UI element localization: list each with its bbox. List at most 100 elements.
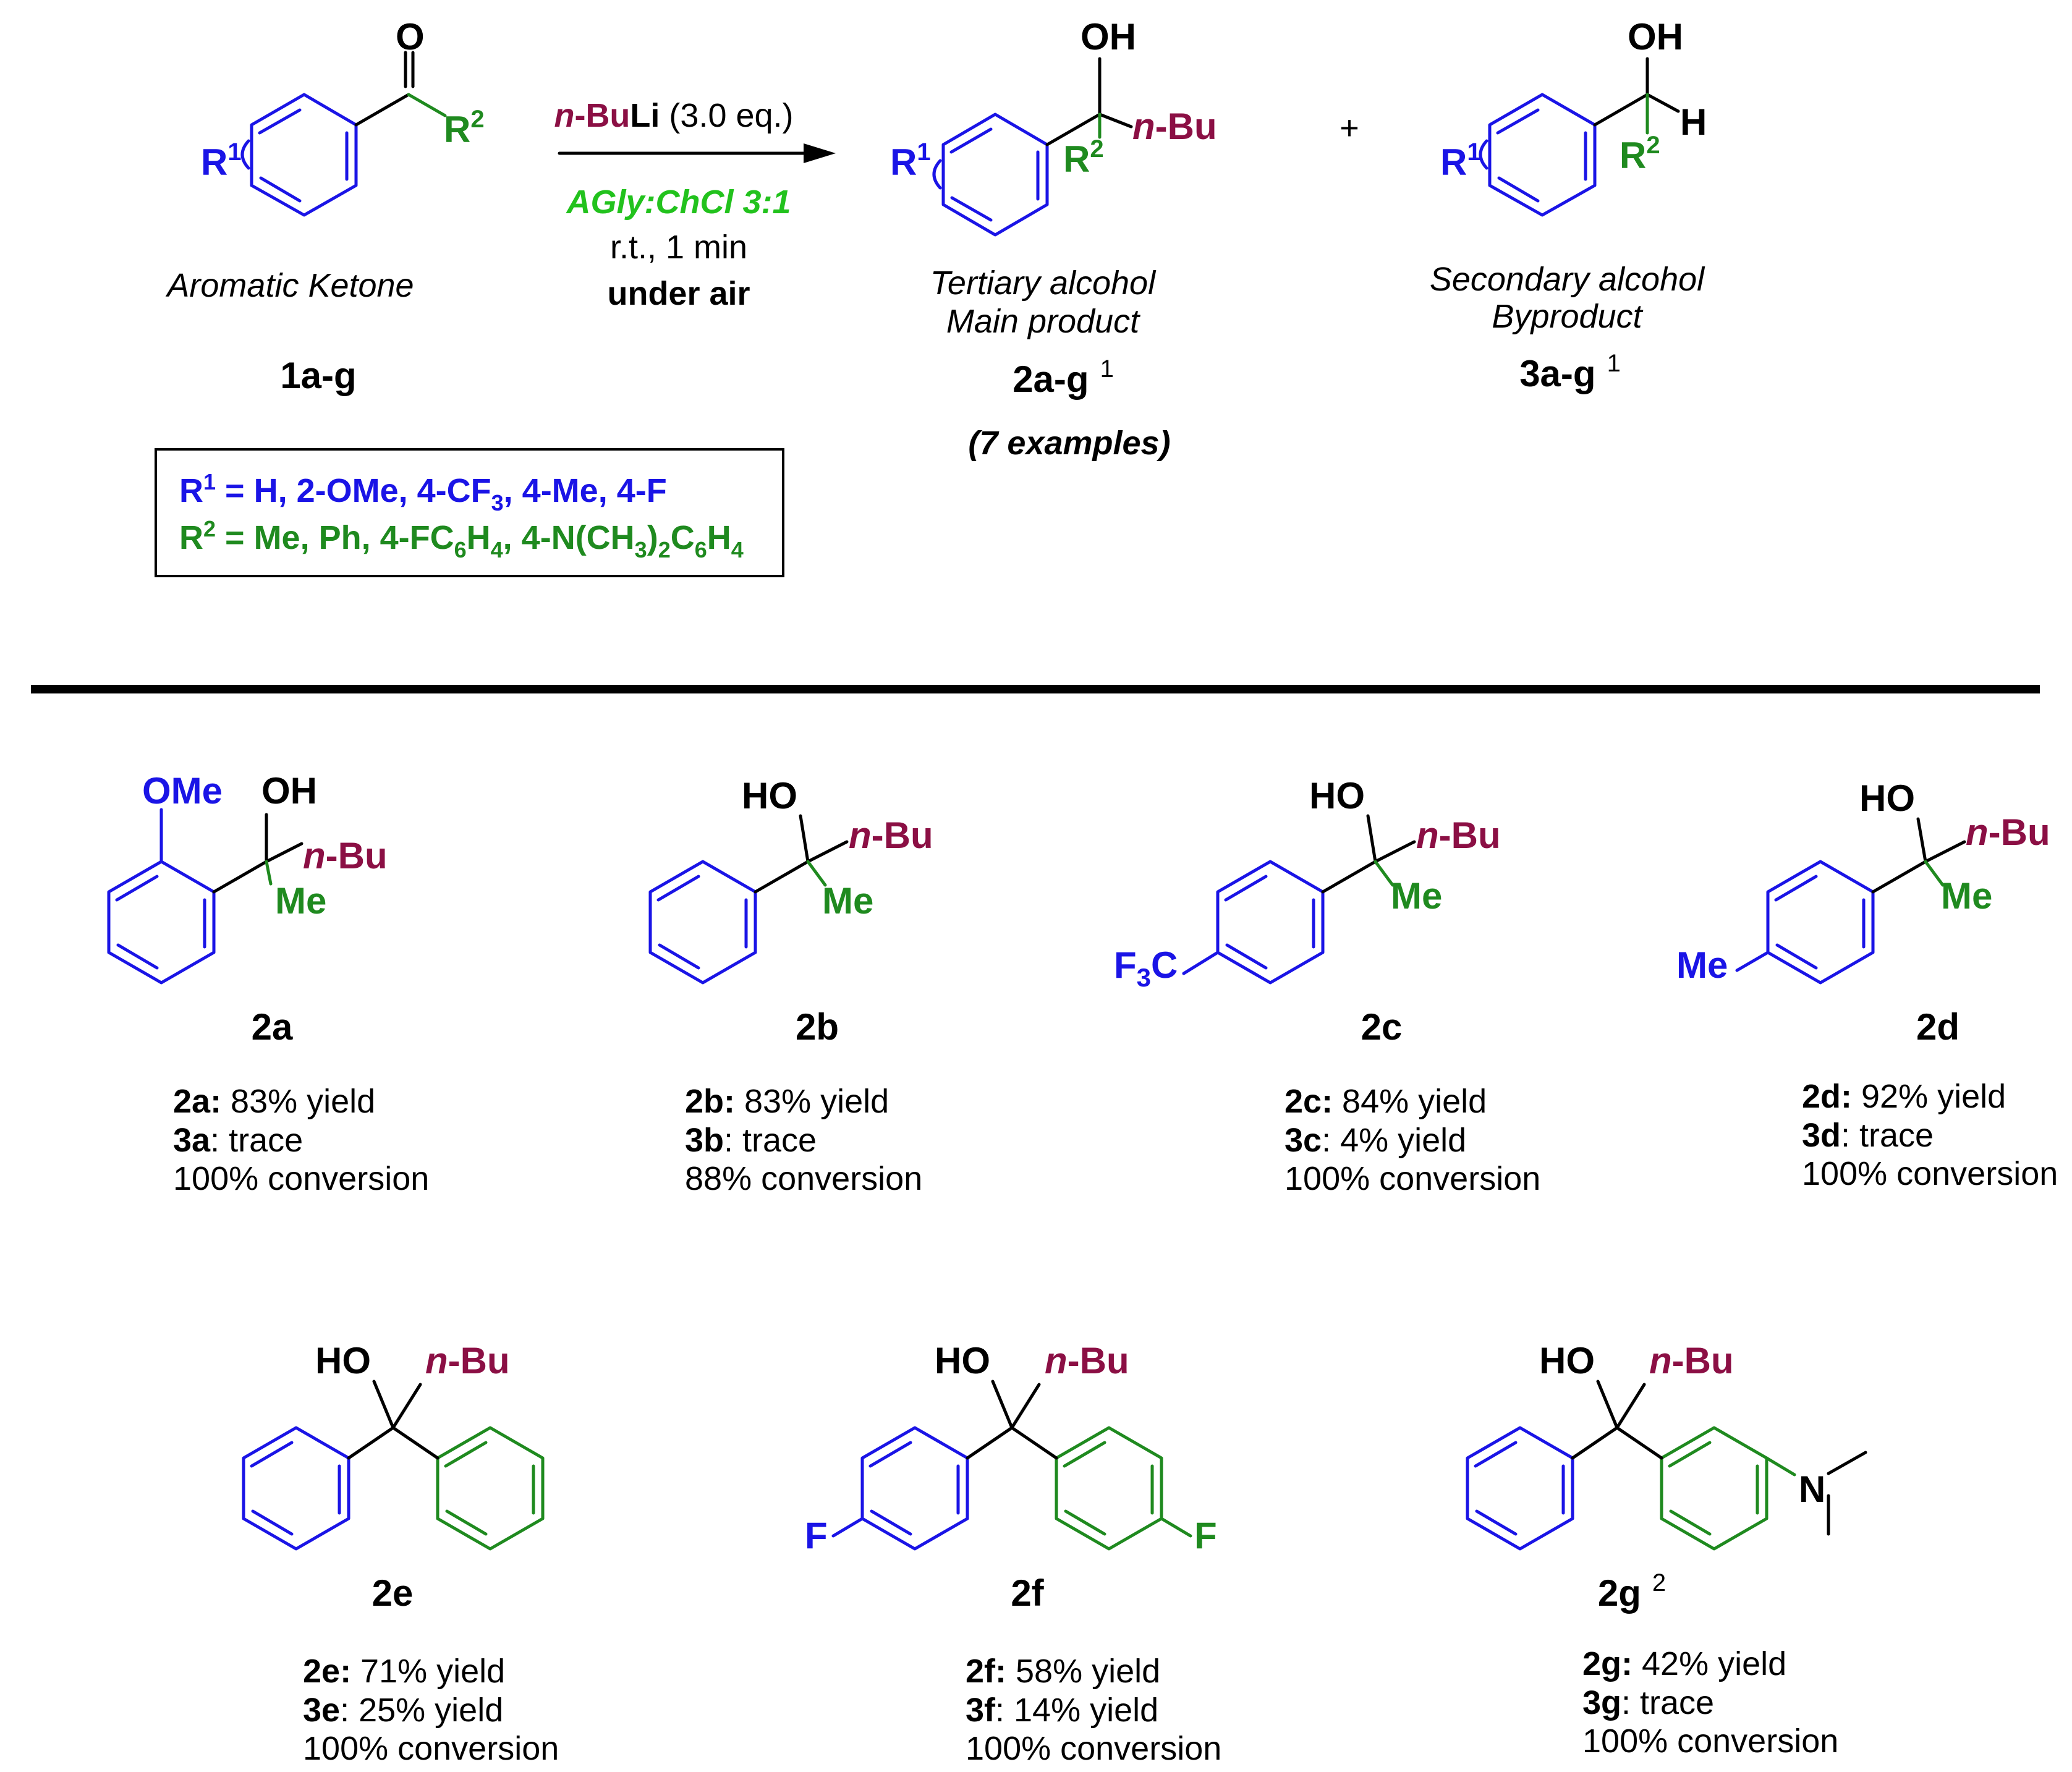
r1-wavy-bond [1479, 139, 1488, 170]
result-2a-line1: 2a: 83% yield [173, 1083, 375, 1120]
svg-text:OH: OH [261, 770, 317, 812]
result-2c-line3: 100% conversion [1284, 1160, 1540, 1197]
compound-label-2e: 2e [372, 1572, 414, 1614]
product-r2: R2 [1063, 135, 1104, 180]
compound-2b: HO n-Bu Me [648, 775, 933, 985]
compound-label-2c: 2c [1361, 1006, 1403, 1048]
temp-time: r.t., 1 min [610, 229, 747, 266]
r2-definition: R2 = Me, Ph, 4-FC6H4, 4-N(CH3)2C6H4 [179, 516, 744, 562]
svg-text:n-Bu: n-Bu [1649, 1340, 1734, 1381]
svg-text:F3C: F3C [1114, 944, 1178, 992]
svg-text:Me: Me [822, 880, 873, 922]
byproduct-h: H [1680, 101, 1707, 143]
byproduct-r1: R1 [1440, 138, 1481, 183]
result-2b-line1: 2b: 83% yield [685, 1083, 889, 1120]
compound-2a: OMe OH n-Bu Me [107, 770, 388, 985]
substituent-box [155, 448, 784, 577]
svg-text:Me: Me [1676, 944, 1728, 986]
reactant-label: 1a-g [280, 355, 356, 396]
byproduct-structure: OH H R2 R1 [1440, 16, 1707, 217]
byproduct-r2: R2 [1620, 132, 1660, 176]
section-divider [31, 685, 2040, 693]
result-2e-line2: 3e: 25% yield [303, 1692, 503, 1729]
result-2f-line2: 3f: 14% yield [966, 1692, 1158, 1729]
byproduct-benzene-ring [1488, 93, 1597, 217]
svg-text:n-Bu: n-Bu [1045, 1340, 1129, 1381]
result-2d-line3: 100% conversion [1802, 1155, 2058, 1192]
result-2b-line3: 88% conversion [685, 1160, 922, 1197]
result-2e-line1: 2e: 71% yield [303, 1653, 505, 1690]
svg-text:n-Bu: n-Bu [303, 835, 388, 876]
plus-sign: + [1340, 109, 1359, 146]
svg-text:Me: Me [1941, 875, 1992, 917]
reactant-benzene-ring [250, 93, 358, 217]
result-2a-line2: 3a: trace [173, 1122, 303, 1159]
reactant-oxygen: O [396, 16, 425, 57]
result-2c-line1: 2c: 84% yield [1284, 1083, 1487, 1120]
svg-text:HO: HO [1309, 775, 1365, 816]
compound-2f: F F HO n-Bu [805, 1340, 1217, 1556]
byproduct-name-1: Secondary alcohol [1430, 261, 1705, 298]
compound-2e: HO n-Bu [242, 1340, 545, 1551]
result-2f-line1: 2f: 58% yield [966, 1653, 1160, 1690]
svg-text:HO: HO [1539, 1340, 1595, 1381]
product-structure: OH n-Bu R2 R1 [890, 16, 1217, 237]
reaction-arrow [558, 143, 836, 163]
svg-text:n-Bu: n-Bu [1416, 815, 1501, 856]
result-2g-line3: 100% conversion [1582, 1723, 1838, 1760]
compound-2d: Me HO n-Bu Me [1676, 778, 2050, 986]
reactant-r2: R2 [444, 106, 485, 150]
byproduct-oh: OH [1628, 16, 1683, 57]
r1-definition: R1 = H, 2-OMe, 4-CF3, 4-Me, 4-F [179, 469, 667, 515]
result-2d-line1: 2d: 92% yield [1802, 1078, 2006, 1115]
svg-text:n-Bu: n-Bu [1966, 812, 2050, 853]
svg-text:Me: Me [1391, 875, 1442, 917]
ketone-bond [354, 93, 410, 127]
result-2d-line2: 3d: trace [1802, 1117, 1934, 1154]
solvent: AGly:ChCl 3:1 [565, 184, 791, 221]
svg-text:n-Bu: n-Bu [425, 1340, 510, 1381]
reactant-structure: O R2 R1 [201, 16, 485, 217]
result-2e-line3: 100% conversion [303, 1730, 559, 1767]
r1-wavy-bond [240, 139, 250, 170]
svg-text:n-Bu: n-Bu [849, 815, 933, 856]
svg-text:HO: HO [1859, 778, 1915, 819]
product-r1: R1 [890, 138, 931, 183]
result-2g-line2: 3g: trace [1582, 1684, 1714, 1721]
reactant-name: Aromatic Ketone [165, 267, 414, 304]
result-2b-line2: 3b: trace [685, 1122, 817, 1159]
reactant-r1: R1 [201, 138, 242, 183]
svg-text:N: N [1799, 1469, 1825, 1510]
compound-2g: N HO n-Bu [1466, 1340, 1867, 1551]
product-benzene-ring [941, 112, 1049, 237]
result-2a-line3: 100% conversion [173, 1160, 429, 1197]
compound-label-2d: 2d [1916, 1006, 1959, 1048]
reagent: n-BuLi (3.0 eq.) [554, 97, 793, 134]
r1-wavy-bond [932, 159, 942, 190]
examples-count: (7 examples) [968, 425, 1170, 462]
svg-text:F: F [805, 1515, 828, 1556]
atmosphere: under air [607, 275, 750, 312]
product-nbu: n-Bu [1132, 106, 1217, 147]
product-name-2: Main product [946, 303, 1140, 340]
svg-text:HO: HO [935, 1340, 990, 1381]
compound-label-2a: 2a [252, 1006, 293, 1048]
svg-text:F: F [1194, 1515, 1217, 1556]
svg-text:HO: HO [742, 775, 797, 816]
compound-label-2b: 2b [796, 1006, 839, 1048]
result-2c-line2: 3c: 4% yield [1284, 1122, 1466, 1159]
result-2f-line3: 100% conversion [966, 1730, 1221, 1767]
product-oh: OH [1081, 16, 1136, 57]
compound-label-2f: 2f [1011, 1572, 1044, 1614]
svg-text:Me: Me [275, 880, 326, 922]
product-name-1: Tertiary alcohol [930, 265, 1157, 302]
svg-text:OMe: OMe [142, 770, 223, 812]
compound-2c: F3C HO n-Bu Me [1114, 775, 1501, 992]
byproduct-name-2: Byproduct [1492, 298, 1643, 335]
result-2g-line1: 2g: 42% yield [1582, 1645, 1786, 1682]
svg-text:HO: HO [315, 1340, 371, 1381]
